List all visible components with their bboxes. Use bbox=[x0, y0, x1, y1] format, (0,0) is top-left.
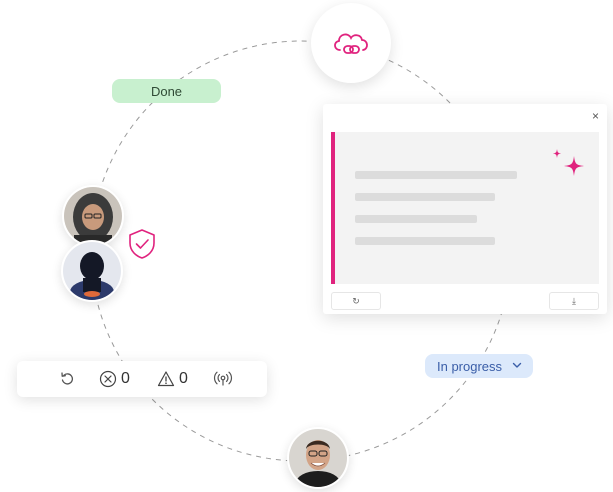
skeleton-line bbox=[355, 237, 495, 245]
sparkle-icon bbox=[553, 149, 584, 176]
skeleton-line bbox=[355, 171, 517, 179]
warning-count-value: 0 bbox=[179, 370, 188, 387]
refresh-button[interactable] bbox=[59, 369, 75, 389]
avatar-image bbox=[64, 187, 122, 245]
avatar-image bbox=[289, 429, 347, 487]
avatar-user-silhouette[interactable] bbox=[61, 240, 123, 302]
avatar-user-glasses[interactable] bbox=[287, 427, 349, 489]
shield-check-icon bbox=[129, 229, 155, 259]
status-pill-done: Done bbox=[112, 79, 221, 103]
status-dropdown-label: In progress bbox=[437, 358, 503, 374]
signal-button[interactable] bbox=[213, 369, 233, 389]
download-icon: ⤓ bbox=[572, 295, 576, 306]
refresh-icon bbox=[61, 372, 73, 385]
error-count[interactable]: 0 bbox=[99, 369, 130, 389]
content-panel: × ↻ ⤓ bbox=[323, 104, 607, 314]
avatar-user-hijab[interactable] bbox=[62, 185, 124, 247]
panel-refresh-button[interactable]: ↻ bbox=[331, 292, 381, 310]
broadcast-signal-icon bbox=[213, 371, 233, 386]
error-count-value: 0 bbox=[121, 370, 130, 387]
warning-count[interactable]: 0 bbox=[157, 369, 188, 389]
chevron-down-icon bbox=[512, 362, 522, 368]
warning-triangle-icon bbox=[157, 371, 175, 387]
cloud-node[interactable] bbox=[311, 3, 391, 83]
status-dropdown-in-progress[interactable]: In progress bbox=[425, 354, 533, 378]
status-toolbar: 0 0 bbox=[17, 361, 267, 397]
x-circle-icon bbox=[99, 370, 117, 388]
skeleton-line bbox=[355, 193, 495, 201]
panel-accent-bar bbox=[331, 132, 335, 284]
refresh-icon: ↻ bbox=[352, 295, 360, 306]
skeleton-line bbox=[355, 215, 477, 223]
cloud-link-icon bbox=[334, 33, 368, 54]
panel-download-button[interactable]: ⤓ bbox=[549, 292, 599, 310]
avatar-image bbox=[63, 242, 121, 300]
close-icon[interactable]: × bbox=[591, 109, 599, 123]
panel-content-area bbox=[331, 132, 599, 284]
